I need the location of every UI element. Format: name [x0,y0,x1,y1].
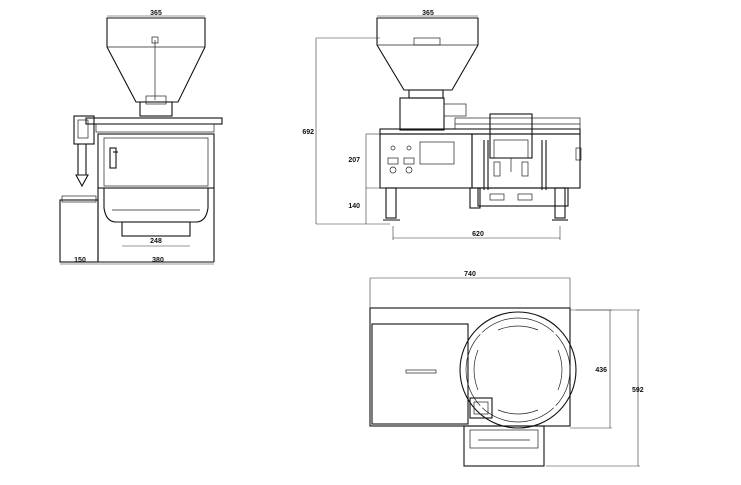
top-total-depth-label: 592 [632,387,644,394]
side-base-width-label: 248 [150,238,162,245]
side-hopper-width-label: 365 [150,10,162,17]
top-total-width-label: 740 [464,271,476,278]
front-leg-height-label: 140 [348,203,360,210]
top-view: 740 436 592 [369,271,644,467]
side-body-width-label: 380 [152,257,164,264]
side-tray-width-label: 150 [74,257,86,264]
side-view: 365 248 380 150 [59,10,223,265]
front-total-height-label: 692 [302,129,314,136]
front-body-height-label: 207 [348,157,360,164]
front-view: 365 692 207 140 620 [302,10,582,240]
top-disc-depth-label: 436 [595,367,607,374]
front-hopper-width-label: 365 [422,10,434,17]
front-base-length-label: 620 [472,231,484,238]
